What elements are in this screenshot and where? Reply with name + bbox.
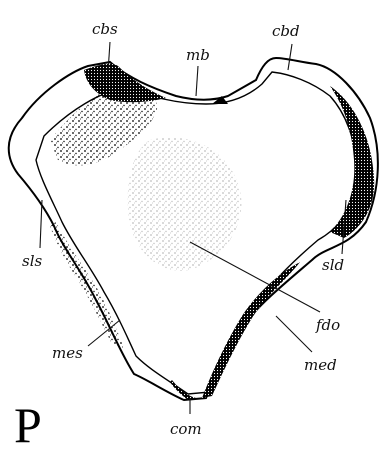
label-mb: mb [186, 46, 210, 64]
leader-sls [40, 200, 42, 248]
label-cbs: cbs [92, 20, 118, 38]
label-sld: sld [322, 256, 344, 274]
label-cbd: cbd [272, 22, 300, 40]
panel-letter: P [14, 397, 42, 450]
leader-med [276, 316, 312, 352]
label-med: med [304, 356, 337, 374]
label-fdo: fdo [315, 316, 340, 334]
label-mes: mes [52, 344, 83, 362]
label-com: com [170, 420, 202, 438]
label-sls: sls [22, 252, 42, 270]
leader-mb [196, 66, 198, 96]
